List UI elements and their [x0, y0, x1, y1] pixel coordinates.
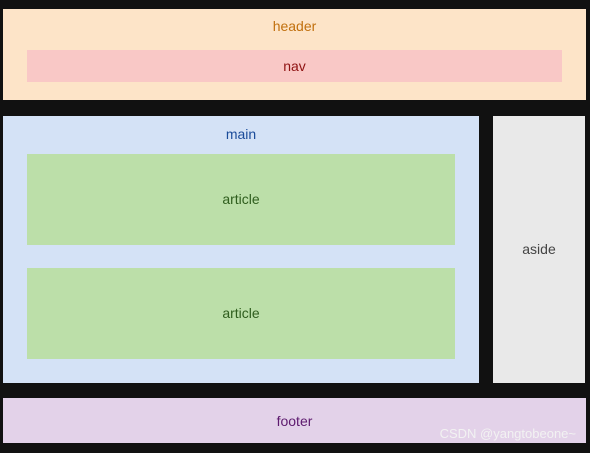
nav-block: nav [27, 50, 562, 82]
aside-label: aside [522, 241, 556, 257]
article-label-1: article [222, 191, 260, 207]
aside-block: aside [493, 116, 585, 383]
article-block-1: article [27, 154, 455, 245]
article-label-2: article [222, 305, 260, 321]
csdn-watermark: CSDN @yangtobeone~ [439, 426, 576, 441]
footer-label: footer [276, 413, 313, 429]
nav-label: nav [283, 58, 306, 74]
header-block: header nav [3, 9, 586, 100]
footer-block: footer [3, 398, 586, 443]
header-label: header [272, 18, 317, 34]
main-label: main [225, 126, 257, 142]
main-block: main article article [3, 116, 479, 383]
article-block-2: article [27, 268, 455, 359]
